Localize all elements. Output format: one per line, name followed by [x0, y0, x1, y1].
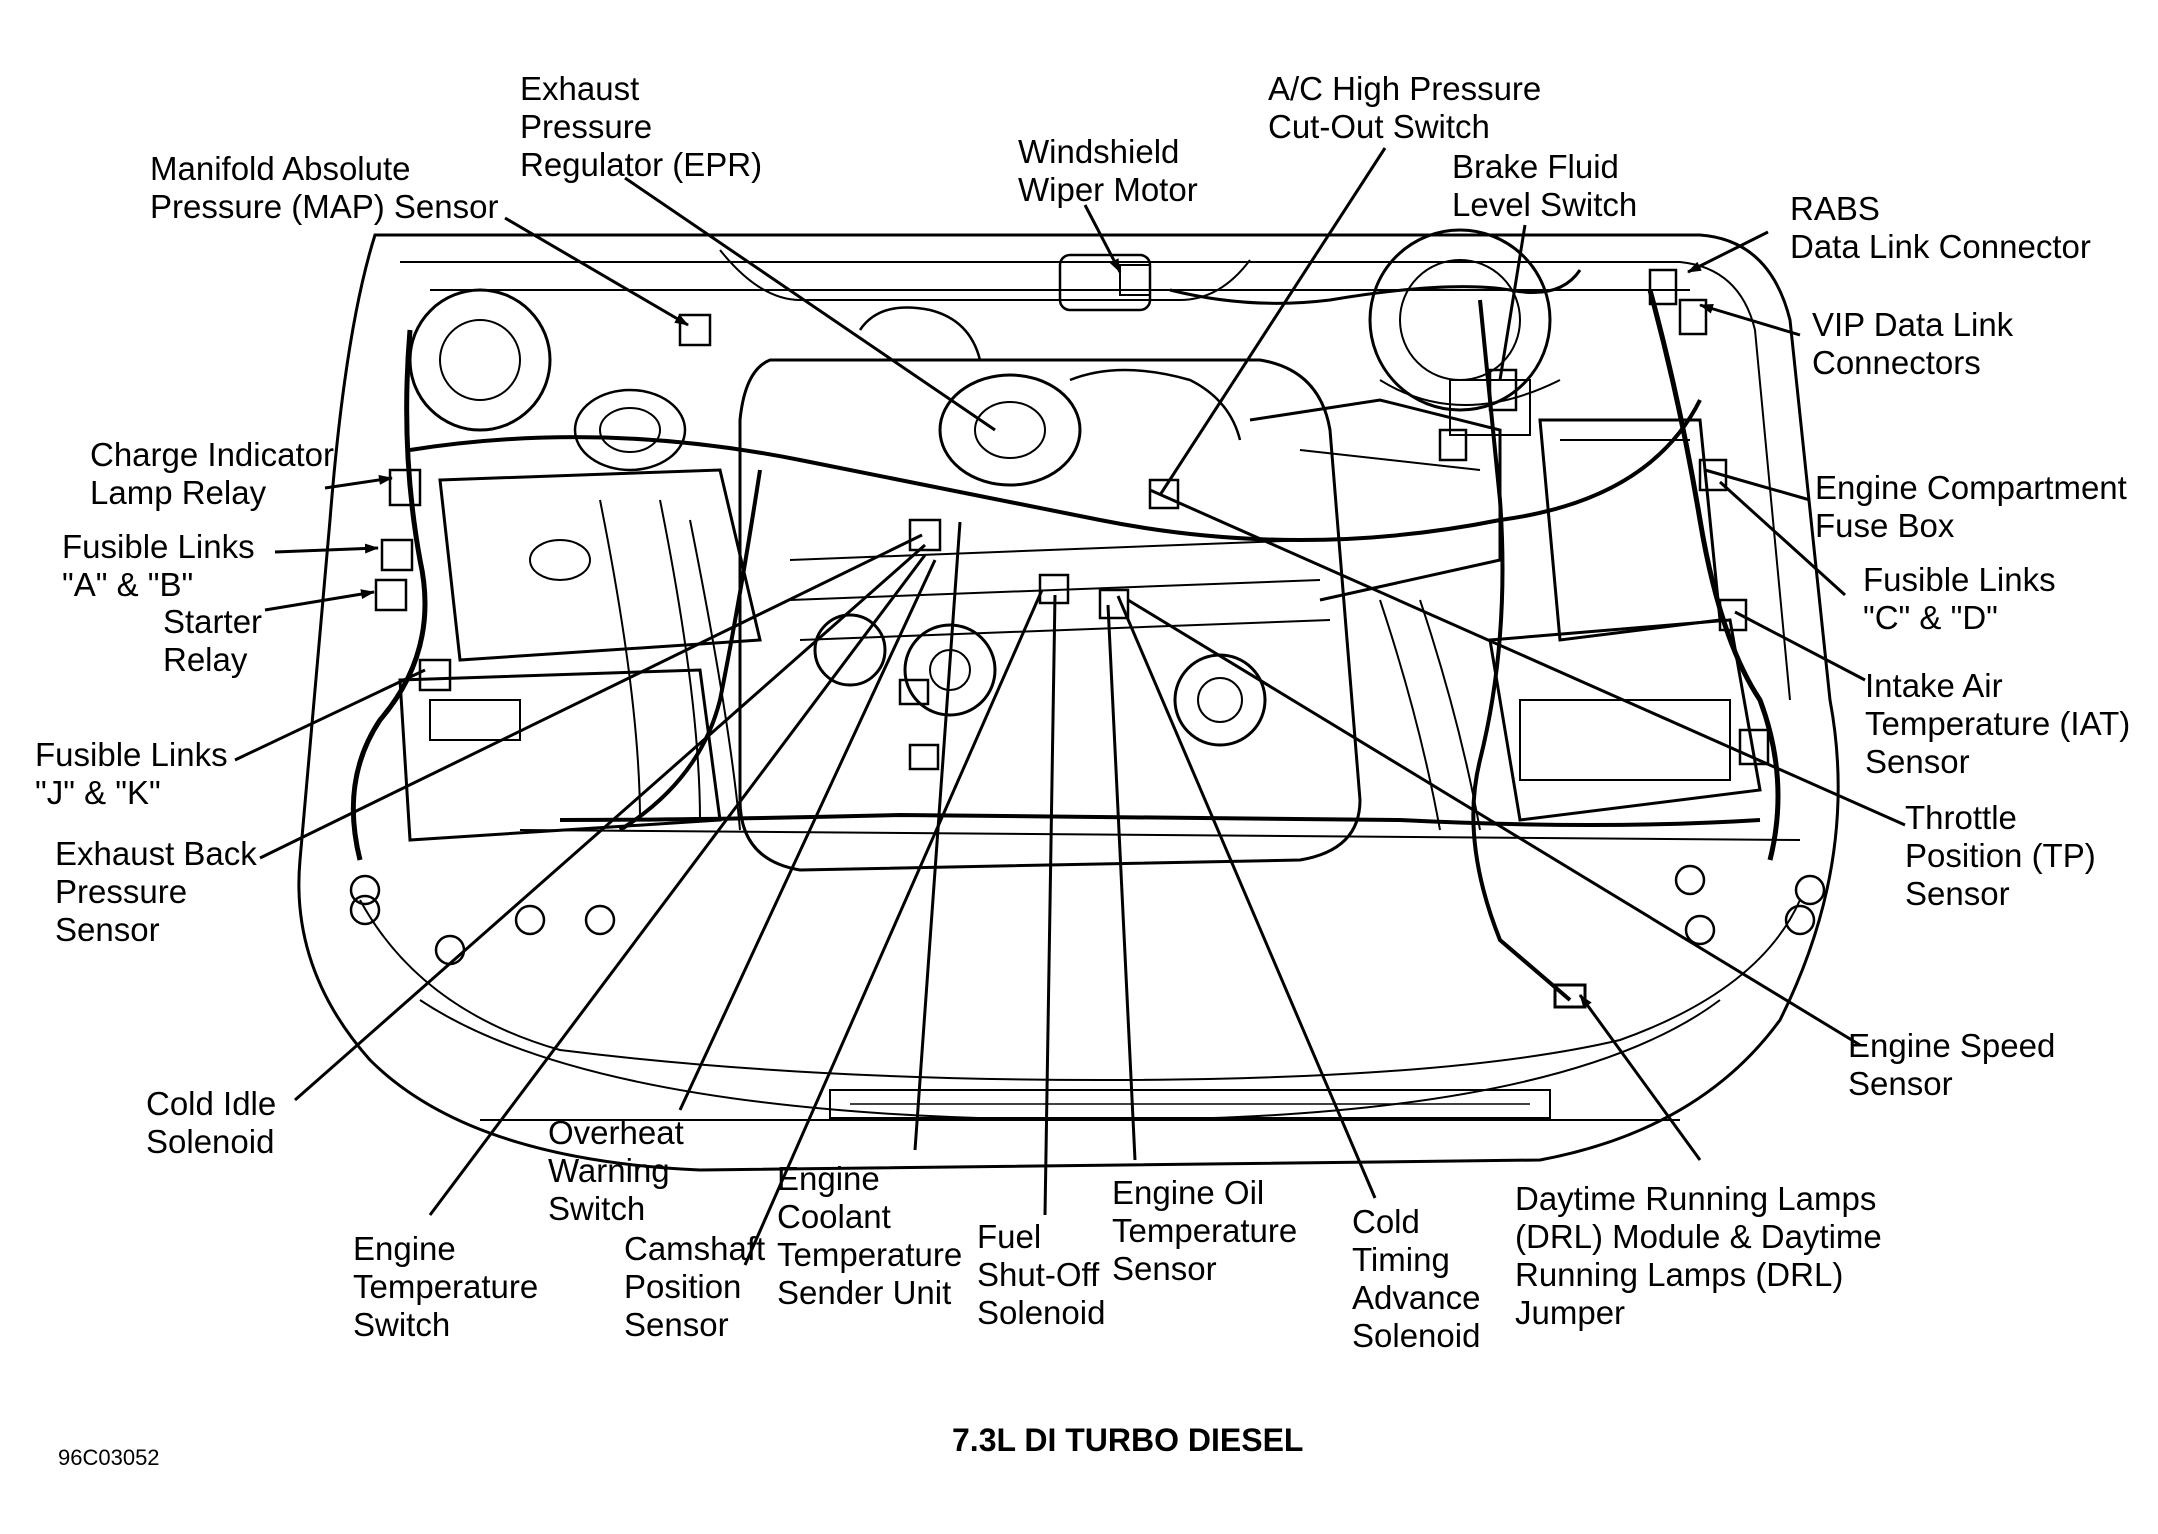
- label-cold-idle-solenoid: Cold Idle Solenoid: [146, 1085, 277, 1160]
- label-starter-relay: Starter Relay: [163, 603, 263, 678]
- label-engine-compartment-fuse-box: Engine Compartment Fuse Box: [1815, 469, 2127, 544]
- label-vip-data-link-connectors: VIP Data Link Connectors: [1812, 306, 2014, 381]
- label-throttle-position-sensor: Throttle Position (TP) Sensor: [1905, 799, 2096, 912]
- label-fuel-shutoff-solenoid: Fuel Shut-Off Solenoid: [977, 1218, 1106, 1331]
- label-camshaft-position-sensor: Camshaft Position Sensor: [624, 1230, 766, 1343]
- label-intake-air-temperature-sensor: Intake Air Temperature (IAT) Sensor: [1865, 667, 2131, 780]
- label-windshield-wiper-motor: Windshield Wiper Motor: [1018, 133, 1198, 208]
- label-exhaust-back-pressure-sensor: Exhaust Back Pressure Sensor: [55, 835, 257, 948]
- label-exhaust-pressure-regulator: Exhaust Pressure Regulator (EPR): [520, 70, 763, 183]
- label-drl-module-jumper: Daytime Running Lamps (DRL) Module & Day…: [1515, 1180, 1882, 1331]
- label-engine-speed-sensor: Engine Speed Sensor: [1848, 1027, 2056, 1102]
- label-engine-temperature-switch: Engine Temperature Switch: [353, 1230, 539, 1343]
- label-map-sensor: Manifold Absolute Pressure (MAP) Sensor: [150, 150, 499, 225]
- label-overheat-warning-switch: Overheat Warning Switch: [548, 1114, 684, 1227]
- label-charge-indicator-lamp-relay: Charge Indicator Lamp Relay: [90, 436, 334, 511]
- label-ac-high-pressure-cutout-switch: A/C High Pressure Cut-Out Switch: [1268, 70, 1542, 145]
- label-brake-fluid-level-switch: Brake Fluid Level Switch: [1452, 148, 1638, 223]
- label-fusible-links-c-d: Fusible Links "C" & "D": [1863, 561, 2056, 636]
- label-cold-timing-advance-solenoid: Cold Timing Advance Solenoid: [1352, 1203, 1481, 1354]
- label-fusible-links-j-k: Fusible Links "J" & "K": [35, 736, 228, 811]
- leader-lines: [234, 147, 1906, 1266]
- label-engine-coolant-temperature-sender-unit: Engine Coolant Temperature Sender Unit: [777, 1160, 963, 1311]
- engine-bay-illustration: [297, 228, 1840, 1172]
- label-rabs-data-link-connector: RABS Data Link Connector: [1790, 190, 2091, 265]
- label-engine-oil-temperature-sensor: Engine Oil Temperature Sensor: [1112, 1174, 1298, 1287]
- label-fusible-links-a-b: Fusible Links "A" & "B": [62, 528, 255, 603]
- figure-code: 96C03052: [58, 1445, 160, 1470]
- diagram-title: 7.3L DI TURBO DIESEL: [952, 1422, 1304, 1458]
